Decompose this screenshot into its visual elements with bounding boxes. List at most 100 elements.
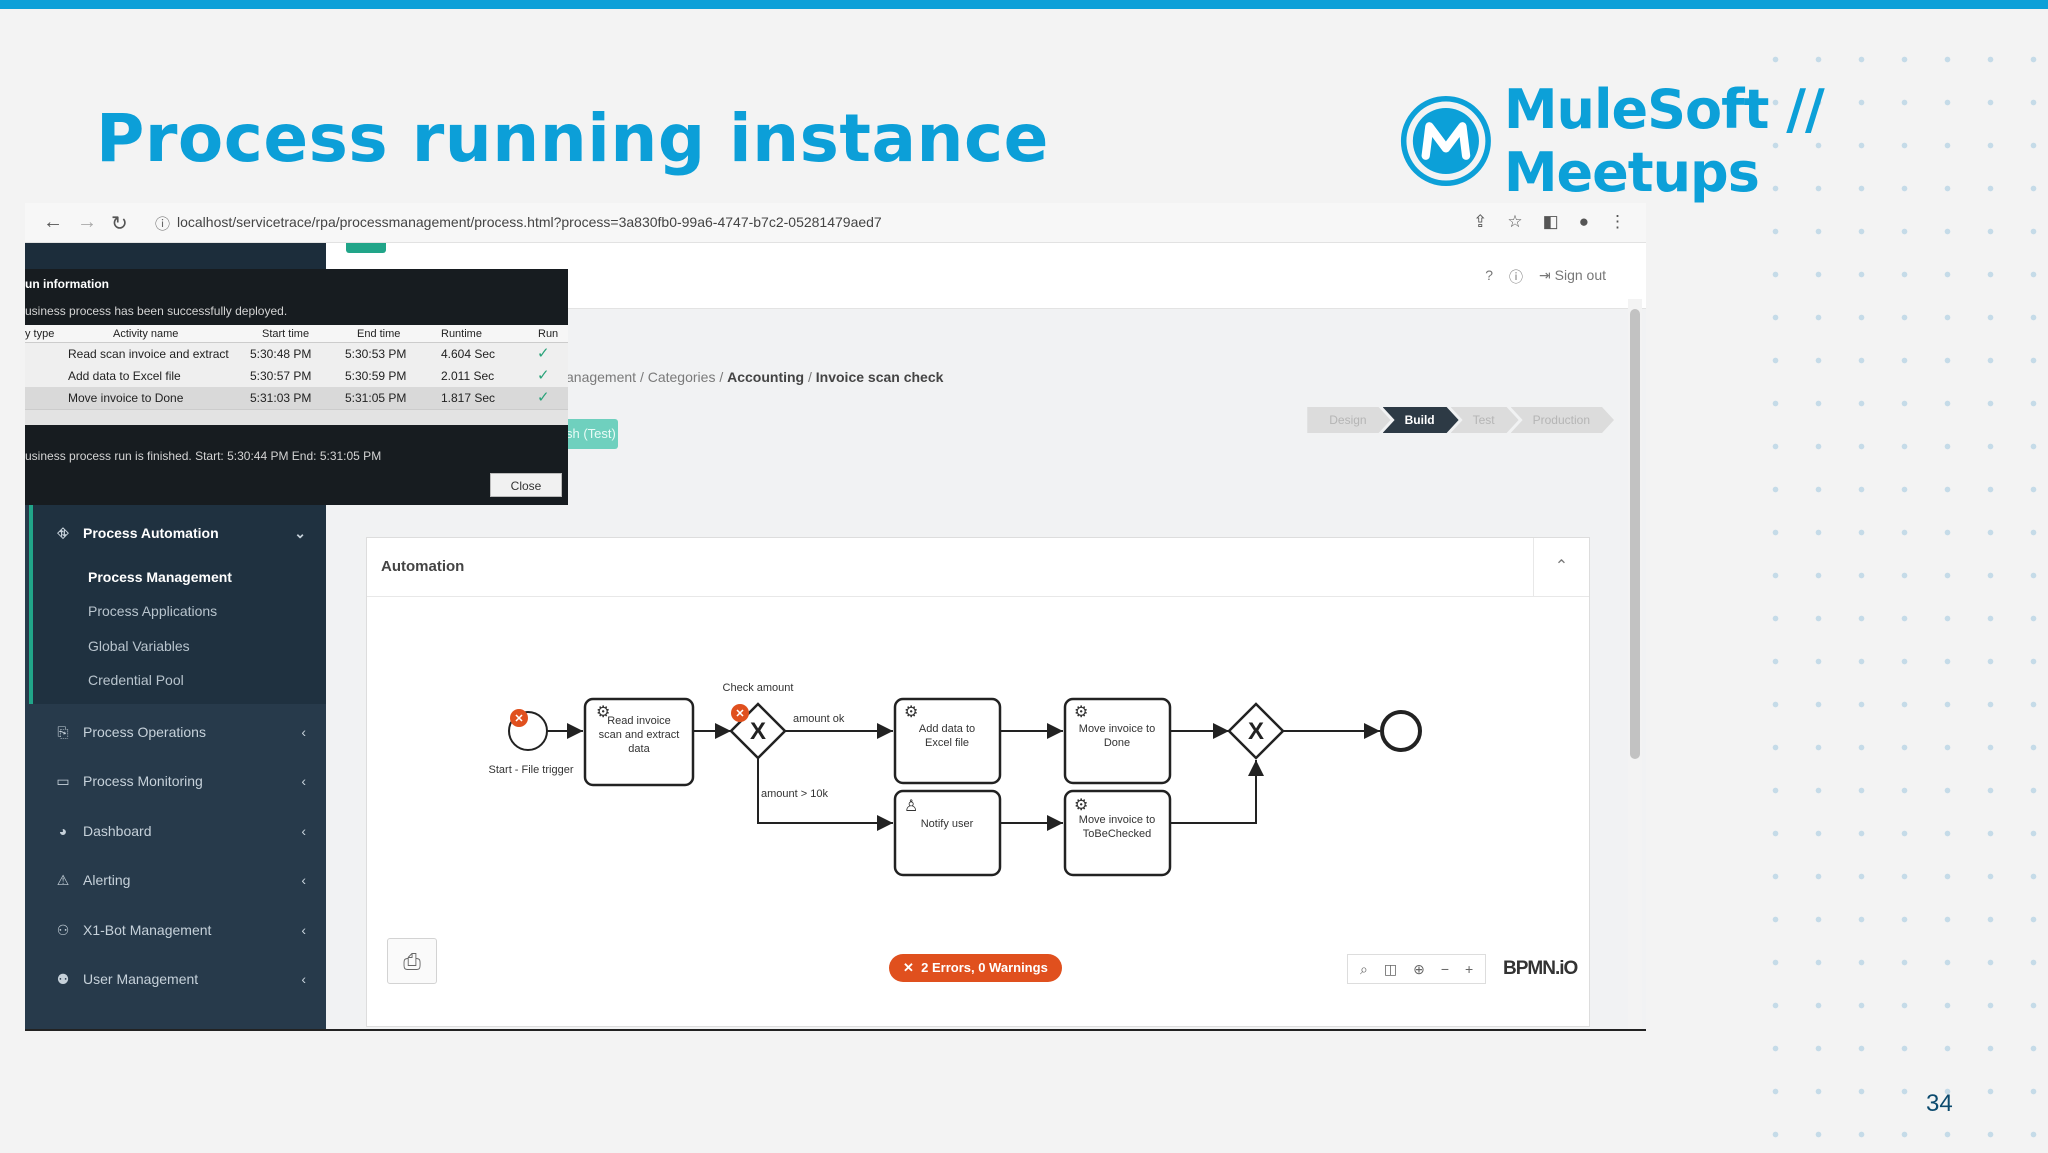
site-info-icon[interactable]: ⓘ: [155, 216, 171, 233]
table-header: y type Activity name Start time End time…: [25, 325, 568, 343]
sidebar-item-process-operations[interactable]: ⎘ Process Operations ‹: [25, 712, 326, 752]
sidebar-item-process-automation[interactable]: ⛗ Process Automation ⌄: [25, 513, 326, 553]
start-time: 5:30:48 PM: [250, 347, 312, 361]
forward-arrow-icon[interactable]: →: [77, 211, 97, 233]
sidebar-item-dashboard[interactable]: ◕ Dashboard ‹: [25, 811, 326, 851]
check-circle-icon: ✓: [537, 367, 550, 384]
sidebar-subitem-process-applications[interactable]: Process Applications: [88, 603, 218, 619]
browser-screenshot: ← → ↻ ⓘ localhost/servicetrace/rpa/proce…: [25, 203, 1646, 1031]
warning-triangle-icon: ⚠: [56, 871, 70, 888]
close-button[interactable]: Close: [490, 473, 562, 497]
errors-warnings-badge[interactable]: ✕ 2 Errors, 0 Warnings: [889, 954, 1062, 982]
share-icon[interactable]: ⇪: [1473, 212, 1488, 231]
task-notify-user[interactable]: [893, 789, 1002, 877]
breadcrumb-item[interactable]: Categories: [647, 369, 716, 385]
slide-title: Process running instance: [96, 100, 1049, 177]
svg-text:✕: ✕: [735, 708, 744, 720]
zoom-out-icon[interactable]: −: [1440, 961, 1449, 977]
task-label: Excel file: [925, 737, 969, 749]
breadcrumb-item[interactable]: anagement: [566, 369, 637, 385]
gear-icon: ⚙: [904, 704, 918, 721]
task-add-data-excel[interactable]: [893, 697, 1002, 785]
table-row[interactable]: Read scan invoice and extract 5:30:48 PM…: [25, 343, 568, 365]
task-label: scan and extract: [599, 729, 680, 741]
slide-number: 34: [1926, 1090, 1953, 1117]
task-read-invoice[interactable]: [583, 697, 695, 787]
publish-test-button[interactable]: sh (Test): [558, 419, 618, 449]
zoom-in-icon[interactable]: +: [1465, 961, 1474, 977]
center-icon[interactable]: ⊕: [1413, 960, 1425, 977]
step-build[interactable]: Build: [1383, 407, 1459, 433]
end-time: 5:30:59 PM: [345, 369, 407, 383]
task-move-invoice-done[interactable]: [1063, 697, 1172, 785]
minimap-icon[interactable]: ◫: [1383, 960, 1398, 977]
sidebar-item-user-management[interactable]: ⚉ User Management ‹: [25, 959, 326, 999]
help-icon[interactable]: ?: [1485, 267, 1493, 283]
scrollbar-thumb[interactable]: [1630, 309, 1640, 759]
user-icon: ♙: [904, 798, 918, 815]
runtime: 4.604 Sec: [441, 347, 496, 361]
end-time: 5:30:53 PM: [345, 347, 407, 361]
gear-icon: ⚙: [596, 704, 610, 721]
merge-gateway[interactable]: [1227, 702, 1285, 760]
svg-text:X: X: [750, 718, 766, 745]
scrollbar[interactable]: [1628, 299, 1642, 1029]
task-move-invoice-tobechecked[interactable]: [1063, 789, 1172, 877]
step-test[interactable]: Test: [1451, 407, 1519, 433]
run-activity-table: y type Activity name Start time End time…: [25, 325, 568, 425]
sidepanel-icon[interactable]: ◧: [1542, 212, 1559, 231]
card-title: Automation: [381, 558, 465, 575]
search-icon[interactable]: ⌕: [1360, 960, 1368, 977]
step-production[interactable]: Production: [1511, 407, 1614, 433]
chevron-left-icon: ‹: [301, 922, 306, 938]
horizontal-scrollbar[interactable]: [25, 409, 568, 425]
card-divider: [367, 596, 1589, 597]
flow-label: amount ok: [793, 713, 845, 725]
table-row[interactable]: Add data to Excel file 5:30:57 PM 5:30:5…: [25, 365, 568, 387]
sidebar-item-process-monitoring[interactable]: ▭ Process Monitoring ‹: [25, 761, 326, 801]
activity-name: Add data to Excel file: [68, 369, 181, 383]
chevron-left-icon: ‹: [301, 872, 306, 888]
bpmn-diagram: ✕ Start - File trigger ⚙ Read invoice sc…: [489, 682, 1422, 877]
gear-icon: ⚙: [1074, 797, 1088, 814]
check-circle-icon: ✓: [537, 389, 550, 406]
chevron-up-icon[interactable]: ⌃: [1533, 538, 1589, 596]
sidebar-item-label: Alerting: [83, 872, 131, 888]
profile-icon[interactable]: ●: [1578, 212, 1589, 231]
gateway-label: Check amount: [723, 682, 794, 694]
monitor-icon: ▭: [56, 772, 70, 789]
breadcrumb: anagement / Categories / Accounting / In…: [566, 369, 944, 385]
sign-out-link[interactable]: ⇥ Sign out: [1539, 267, 1606, 283]
automation-card: Automation ⌃: [366, 537, 1590, 1027]
sidebar-subitem-process-management[interactable]: Process Management: [88, 569, 232, 585]
start-time: 5:31:03 PM: [250, 391, 312, 405]
step-design[interactable]: Design: [1307, 407, 1390, 433]
back-arrow-icon[interactable]: ←: [43, 211, 63, 233]
task-label: data: [628, 743, 650, 755]
more-menu-icon[interactable]: ⋮: [1609, 212, 1626, 231]
reload-icon[interactable]: ↻: [111, 213, 128, 235]
task-label: Read invoice: [607, 715, 671, 727]
sidebar-subitem-credential-pool[interactable]: Credential Pool: [88, 672, 184, 688]
bpmn-io-logo[interactable]: BPMN.iO: [1503, 958, 1578, 979]
breadcrumb-item[interactable]: Accounting: [727, 369, 805, 385]
task-label: ToBeChecked: [1083, 828, 1152, 840]
info-icon[interactable]: ⓘ: [1509, 269, 1523, 285]
sidebar-item-alerting[interactable]: ⚠ Alerting ‹: [25, 860, 326, 900]
bookmark-star-icon[interactable]: ☆: [1507, 212, 1523, 231]
browser-toolbar: ← → ↻ ⓘ localhost/servicetrace/rpa/proce…: [25, 203, 1646, 243]
column-header: Activity name: [113, 328, 179, 340]
slide-top-bar: [0, 0, 2048, 9]
process-operations-icon: ⎘: [57, 723, 69, 740]
activity-name: Read scan invoice and extract: [68, 347, 229, 361]
task-label: Notify user: [921, 818, 974, 830]
sidebar-item-x1-bot-management[interactable]: ⚇ X1-Bot Management ‹: [25, 910, 326, 950]
sidebar-section-process-automation: [29, 504, 326, 704]
export-icon[interactable]: ⎙: [387, 938, 437, 984]
sidebar-subitem-global-variables[interactable]: Global Variables: [88, 638, 190, 654]
end-event[interactable]: [1380, 710, 1422, 752]
table-row[interactable]: Move invoice to Done 5:31:03 PM 5:31:05 …: [25, 387, 568, 409]
sidebar-item-label: User Management: [83, 971, 199, 987]
chevron-down-icon: ⌄: [294, 524, 306, 541]
address-bar[interactable]: localhost/servicetrace/rpa/processmanage…: [177, 214, 882, 230]
